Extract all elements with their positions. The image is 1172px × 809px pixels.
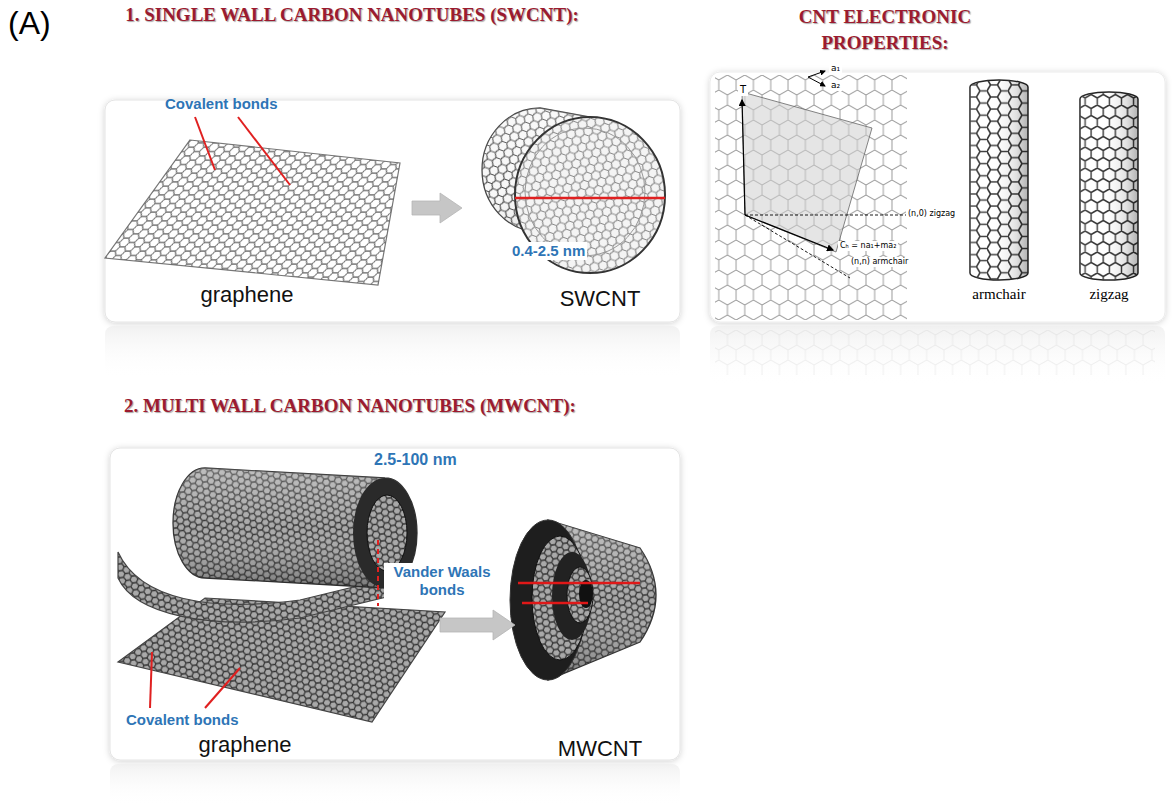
vector-label: a₂ xyxy=(829,80,842,91)
mwcnt-tube xyxy=(510,520,656,680)
sheet-lattice xyxy=(105,140,400,285)
diameter-line xyxy=(522,602,588,605)
figure-name: graphene xyxy=(201,283,294,307)
swcnt-tube xyxy=(482,108,665,273)
tube-models xyxy=(970,80,1138,280)
bond-label: Vander Waals bonds xyxy=(384,563,500,599)
axis-label: (n,n) armchair xyxy=(849,257,910,267)
axis-label: (n,0) zigzag xyxy=(906,209,957,219)
block-arrow xyxy=(440,610,515,640)
vector-label: T xyxy=(738,84,748,96)
section-panel: 1. SINGLE WALL CARBON NANOTUBES (SWCNT):… xyxy=(105,100,680,322)
diameter-label: 2.5-100 nm xyxy=(372,450,459,469)
figure-name: MWCNT xyxy=(558,737,642,761)
wall-opening xyxy=(567,567,593,623)
panel-reflection xyxy=(710,326,1165,386)
diameter-line xyxy=(518,582,640,585)
armchair-axis xyxy=(745,215,850,278)
section-heading: 2. MULTI WALL CARBON NANOTUBES (MWCNT): xyxy=(120,393,580,419)
figure-box: SWCNT xyxy=(462,95,674,313)
figure-box: graphene xyxy=(105,120,412,310)
vector-label: a₁ xyxy=(829,63,842,74)
lattice-reflection xyxy=(715,330,1155,375)
translation-vector xyxy=(742,100,745,215)
properties-panel xyxy=(710,72,1165,322)
mwcnt-panel xyxy=(110,448,680,760)
zigzag-shade xyxy=(1080,92,1138,280)
panel-reflection xyxy=(110,764,680,806)
basis-vector xyxy=(808,71,825,77)
sheet-outline xyxy=(105,140,400,285)
chirality-lattice xyxy=(715,71,907,320)
panel-backgrounds xyxy=(105,72,1165,806)
bond-label: Covalent bonds xyxy=(165,95,278,113)
tube-inner-wall xyxy=(525,128,645,256)
armchair-tube xyxy=(970,80,1028,280)
spacing-line xyxy=(377,540,379,606)
zigzag-tube xyxy=(1080,92,1138,280)
chiral-vector xyxy=(745,215,833,250)
tube-type-label: zigzag xyxy=(1089,285,1128,303)
armchair-shade xyxy=(970,80,1028,280)
wall-opening xyxy=(552,552,592,640)
figure-name: graphene xyxy=(199,733,292,757)
rolled-tube-shade xyxy=(173,468,417,588)
figure-box: MWCNT xyxy=(515,460,675,763)
vector-formula: Cₕ = na₁+ma₂ xyxy=(838,241,898,251)
lattice xyxy=(715,75,907,320)
leader-line xyxy=(238,117,290,185)
rolled-tube xyxy=(173,468,417,588)
tube-inner xyxy=(367,495,407,571)
zigzag-lattice xyxy=(1080,92,1138,280)
armchair-lattice xyxy=(970,80,1028,280)
section-panel: CNT ELECTRONIC PROPERTIES: xyxy=(710,72,1165,322)
panel-reflection xyxy=(105,326,680,378)
leader-line xyxy=(205,668,240,708)
leader-line xyxy=(150,652,152,708)
panel-letter: (A) xyxy=(8,4,51,42)
unit-cell xyxy=(742,92,872,252)
swcnt-panel xyxy=(105,100,680,322)
section-heading: 1. SINGLE WALL CARBON NANOTUBES (SWCNT): xyxy=(122,2,582,28)
leader-line xyxy=(195,117,215,170)
zigzag-axis xyxy=(745,215,906,216)
graphene-sheet xyxy=(105,117,400,285)
basis-vector xyxy=(808,77,825,86)
section-heading: CNT ELECTRONIC PROPERTIES: xyxy=(770,4,1000,56)
block-arrow xyxy=(412,193,462,223)
tube-type-label: armchair xyxy=(972,285,1025,303)
figure-name: SWCNT xyxy=(560,287,641,311)
diameter-label: 0.4-2.5 nm xyxy=(510,242,587,260)
diameter-line xyxy=(515,197,665,200)
bond-label: Covalent bonds xyxy=(126,711,239,729)
